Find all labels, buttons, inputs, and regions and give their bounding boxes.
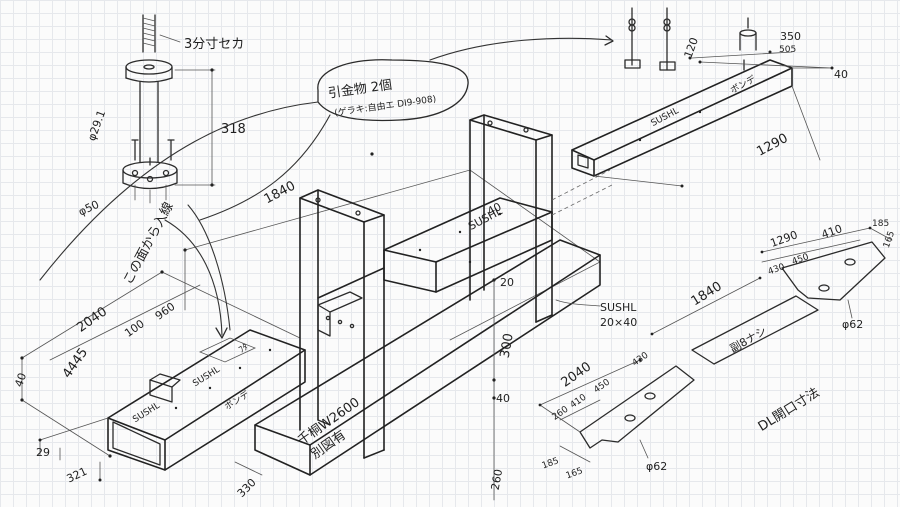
left-bar-assembly xyxy=(20,270,306,482)
cut-right-410: 410 xyxy=(820,222,844,241)
cutout-middle xyxy=(650,276,819,365)
cut-mid-1840: 1840 xyxy=(689,279,725,309)
fitting-title: 引金物 2個 xyxy=(327,77,393,102)
dim-300: 300 xyxy=(498,332,517,359)
dim-100: 100 xyxy=(122,317,147,340)
dim-20: 20 xyxy=(500,276,514,289)
top-right-bar xyxy=(571,7,834,188)
cut-left-430: 430 xyxy=(631,350,651,368)
cut-left-165: 165 xyxy=(565,466,585,481)
dim-40-frame: 40 xyxy=(496,392,510,405)
cut-right-185: 185 xyxy=(872,219,889,229)
dim-1840-center: 1840 xyxy=(262,178,298,207)
sushl-tag: SUSHL xyxy=(600,301,637,314)
cut-left-2040: 2040 xyxy=(559,359,595,390)
this-face-label: この面から入線 xyxy=(120,199,177,287)
dim-40-top: 40 xyxy=(834,68,848,81)
cutout-right xyxy=(760,226,893,319)
cut-right-phi: φ62 xyxy=(842,318,863,331)
bar-label-futa: ﾌﾀ xyxy=(237,341,250,355)
dim-29: 29 xyxy=(36,446,50,459)
top-bar-label-sus: SUSHL xyxy=(650,106,681,129)
cut-right-165: 165 xyxy=(882,230,897,250)
cut-left-410: 410 xyxy=(569,392,589,410)
dim-120: 120 xyxy=(682,36,701,60)
dim-330: 330 xyxy=(235,476,259,500)
leader-top-right xyxy=(429,37,613,61)
dim-1290-top: 1290 xyxy=(754,131,790,160)
dim-260: 260 xyxy=(489,468,505,491)
center-assembly xyxy=(164,114,613,501)
bolt-detail xyxy=(122,14,216,204)
cut-right-430: 430 xyxy=(767,262,787,277)
dim-505: 505 xyxy=(779,45,796,55)
cut-left-phi: φ62 xyxy=(646,460,667,473)
dim-960: 960 xyxy=(153,300,178,323)
sushl-size: 20×40 xyxy=(600,316,637,329)
dim-phi-tube: φ29.1 xyxy=(85,108,108,142)
center-beam-40: 40 xyxy=(485,200,503,218)
dl-title: DL開口寸法 xyxy=(756,385,823,434)
fitting-callout xyxy=(39,59,469,281)
dim-4445: 4445 xyxy=(60,345,91,381)
cut-right-450: 450 xyxy=(791,252,811,267)
dim-40-left: 40 xyxy=(12,371,29,389)
dim-321: 321 xyxy=(65,465,90,486)
bar-label-sus-1: SUSHL xyxy=(191,365,222,389)
cutout-left xyxy=(538,358,695,463)
dim-2040-left: 2040 xyxy=(74,304,110,335)
thread-label: 3分寸セカ xyxy=(184,37,244,52)
dim-350: 350 xyxy=(780,30,801,43)
cut-left-185: 185 xyxy=(541,456,561,471)
dim-318: 318 xyxy=(221,122,246,137)
bar-label-sus-2: SUSHL xyxy=(131,401,162,425)
